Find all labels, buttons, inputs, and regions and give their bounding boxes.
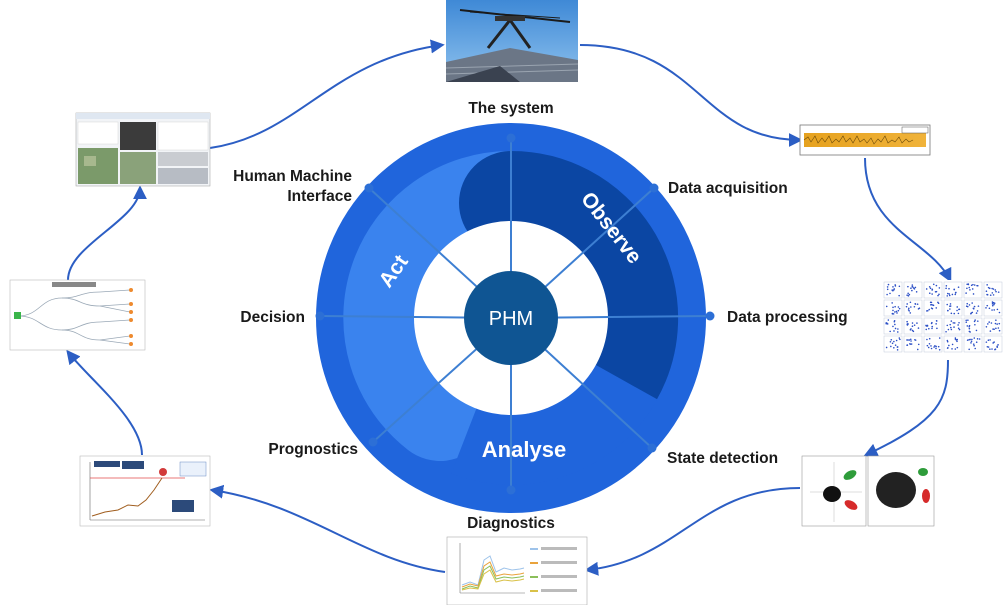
- dot-processing: [705, 311, 715, 321]
- label-decision: Decision: [240, 309, 305, 326]
- thumbnail-acquisition-signal: [799, 124, 931, 156]
- thumbnail-processing-matrix: [882, 280, 1004, 358]
- arrow-decision-to-hmi: [67, 185, 147, 281]
- thumbnail-system-photo: [445, 0, 579, 82]
- thumbnail-diagnostics-chart: [446, 536, 588, 605]
- dot-system: [506, 133, 516, 143]
- label-data-processing: Data processing: [727, 309, 848, 326]
- arrow-processing-to-state: [863, 359, 949, 457]
- dot-prognostics: [368, 437, 378, 447]
- dot-diagnostics: [506, 485, 516, 495]
- ring-segment-analyse: [451, 347, 658, 485]
- arrow-state-to-diagnostics: [584, 487, 801, 576]
- arrow-acquisition-to-processing: [864, 157, 952, 283]
- ring-segment-observe: [459, 151, 679, 427]
- dot-state: [647, 443, 657, 453]
- arrow-system-to-acquisition: [579, 44, 803, 147]
- dot-decision: [315, 311, 325, 321]
- label-prognostics: Prognostics: [268, 441, 358, 458]
- arrow-hmi-to-system: [209, 39, 445, 149]
- spoke-end-dots: [315, 133, 715, 495]
- label-state-detection: State detection: [667, 450, 778, 467]
- dot-acquisition: [649, 183, 659, 193]
- label-the-system: The system: [468, 100, 553, 117]
- phm-center-circle: [464, 271, 558, 365]
- phm-center-label: PHM: [489, 308, 533, 330]
- thumbnail-prognostics-curve: [79, 455, 211, 527]
- label-data-acquisition: Data acquisition: [668, 180, 788, 197]
- dot-hmi: [364, 183, 374, 193]
- thumbnail-state-clusters: [801, 455, 935, 527]
- label-hmi-line1: Human Machine: [233, 168, 352, 185]
- thumbnail-hmi-dashboard: [75, 112, 211, 187]
- phase-label-analyse: Analyse: [482, 437, 566, 462]
- arrow-prognostics-to-decision: [66, 349, 143, 456]
- label-hmi-line2: Interface: [287, 188, 352, 205]
- cycle-arrows: [66, 39, 952, 576]
- label-diagnostics: Diagnostics: [467, 515, 555, 532]
- thumbnail-decision-tree: [9, 279, 146, 351]
- arrow-diagnostics-to-prognostics: [209, 484, 446, 573]
